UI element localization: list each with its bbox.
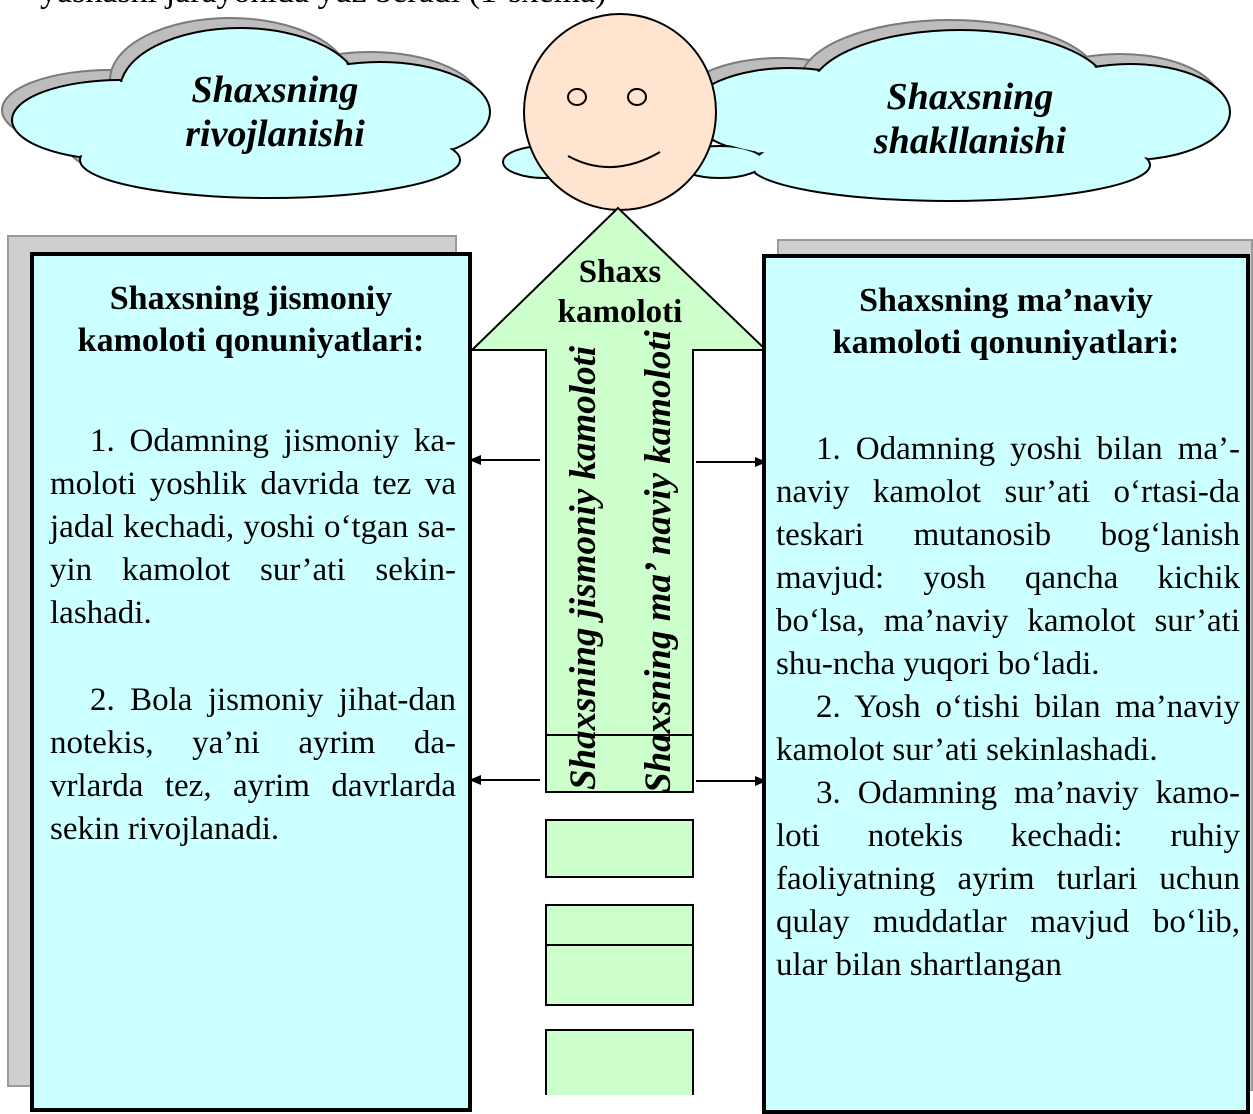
right-cloud-label: Shaxsning shakllanishi — [845, 75, 1095, 163]
left-title-line2: kamoloti qonuniyatlari: — [77, 322, 425, 359]
left-cloud-label: Shaxsning rivojlanishi — [150, 68, 400, 156]
arrow-title: Shaxs kamoloti — [545, 252, 695, 332]
right-item-2: 2. Yosh o‘tishi bilan ma’naviy kamolot s… — [776, 689, 1240, 768]
right-panel-body: 1. Odamning yoshi bilan ma’-naviy kamolo… — [766, 428, 1246, 987]
left-panel: Shaxsning jismoniy kamoloti qonuniyatlar… — [30, 252, 472, 1112]
right-panel: Shaxsning ma’naviy kamoloti qonuniyatlar… — [762, 254, 1250, 1114]
right-cloud-line2: shakllanishi — [873, 120, 1067, 162]
vertical-label-spiritual: Shaxsning ma’ naviy kamoloti — [638, 330, 679, 793]
right-title-line1: Shaxsning ma’naviy — [859, 282, 1153, 319]
arrow-title-line2: kamoloti — [557, 294, 683, 330]
vertical-label-physical: Shaxsning jismoniy kamoloti — [563, 345, 604, 790]
right-cloud-line1: Shaxsning — [886, 76, 1054, 118]
left-panel-title: Shaxsning jismoniy kamoloti qonuniyatlar… — [34, 278, 468, 362]
left-title-line1: Shaxsning jismoniy — [109, 280, 393, 317]
left-cloud-line1: Shaxsning — [191, 69, 359, 111]
arrow-tail-segment — [545, 944, 694, 1006]
right-title-line2: kamoloti qonuniyatlari: — [832, 324, 1180, 361]
right-item-1: 1. Odamning yoshi bilan ma’-naviy kamolo… — [776, 431, 1240, 682]
right-panel-title: Shaxsning ma’naviy kamoloti qonuniyatlar… — [766, 280, 1246, 364]
left-item-1: 1. Odamning jismoniy ka-moloti yoshlik d… — [50, 423, 456, 631]
right-item-3: 3. Odamning ma’naviy kamo-loti notekis k… — [776, 775, 1240, 983]
smiley-face-icon — [523, 13, 717, 211]
arrow-tail-segment — [545, 904, 694, 946]
header-partial-text: yashashi jarayonida yuz beradi (1-sxema) — [40, 0, 606, 12]
arrow-tail-segment — [545, 734, 694, 793]
left-cloud-line2: rivojlanishi — [185, 113, 365, 155]
left-item-2: 2. Bola jismoniy jihat-dan notekis, ya’n… — [50, 682, 456, 847]
arrow-tail-segment — [545, 1029, 694, 1095]
arrow-tail-segment — [545, 819, 694, 878]
left-panel-body: 1. Odamning jismoniy ka-moloti yoshlik d… — [34, 420, 468, 851]
arrow-title-line1: Shaxs — [578, 254, 662, 290]
